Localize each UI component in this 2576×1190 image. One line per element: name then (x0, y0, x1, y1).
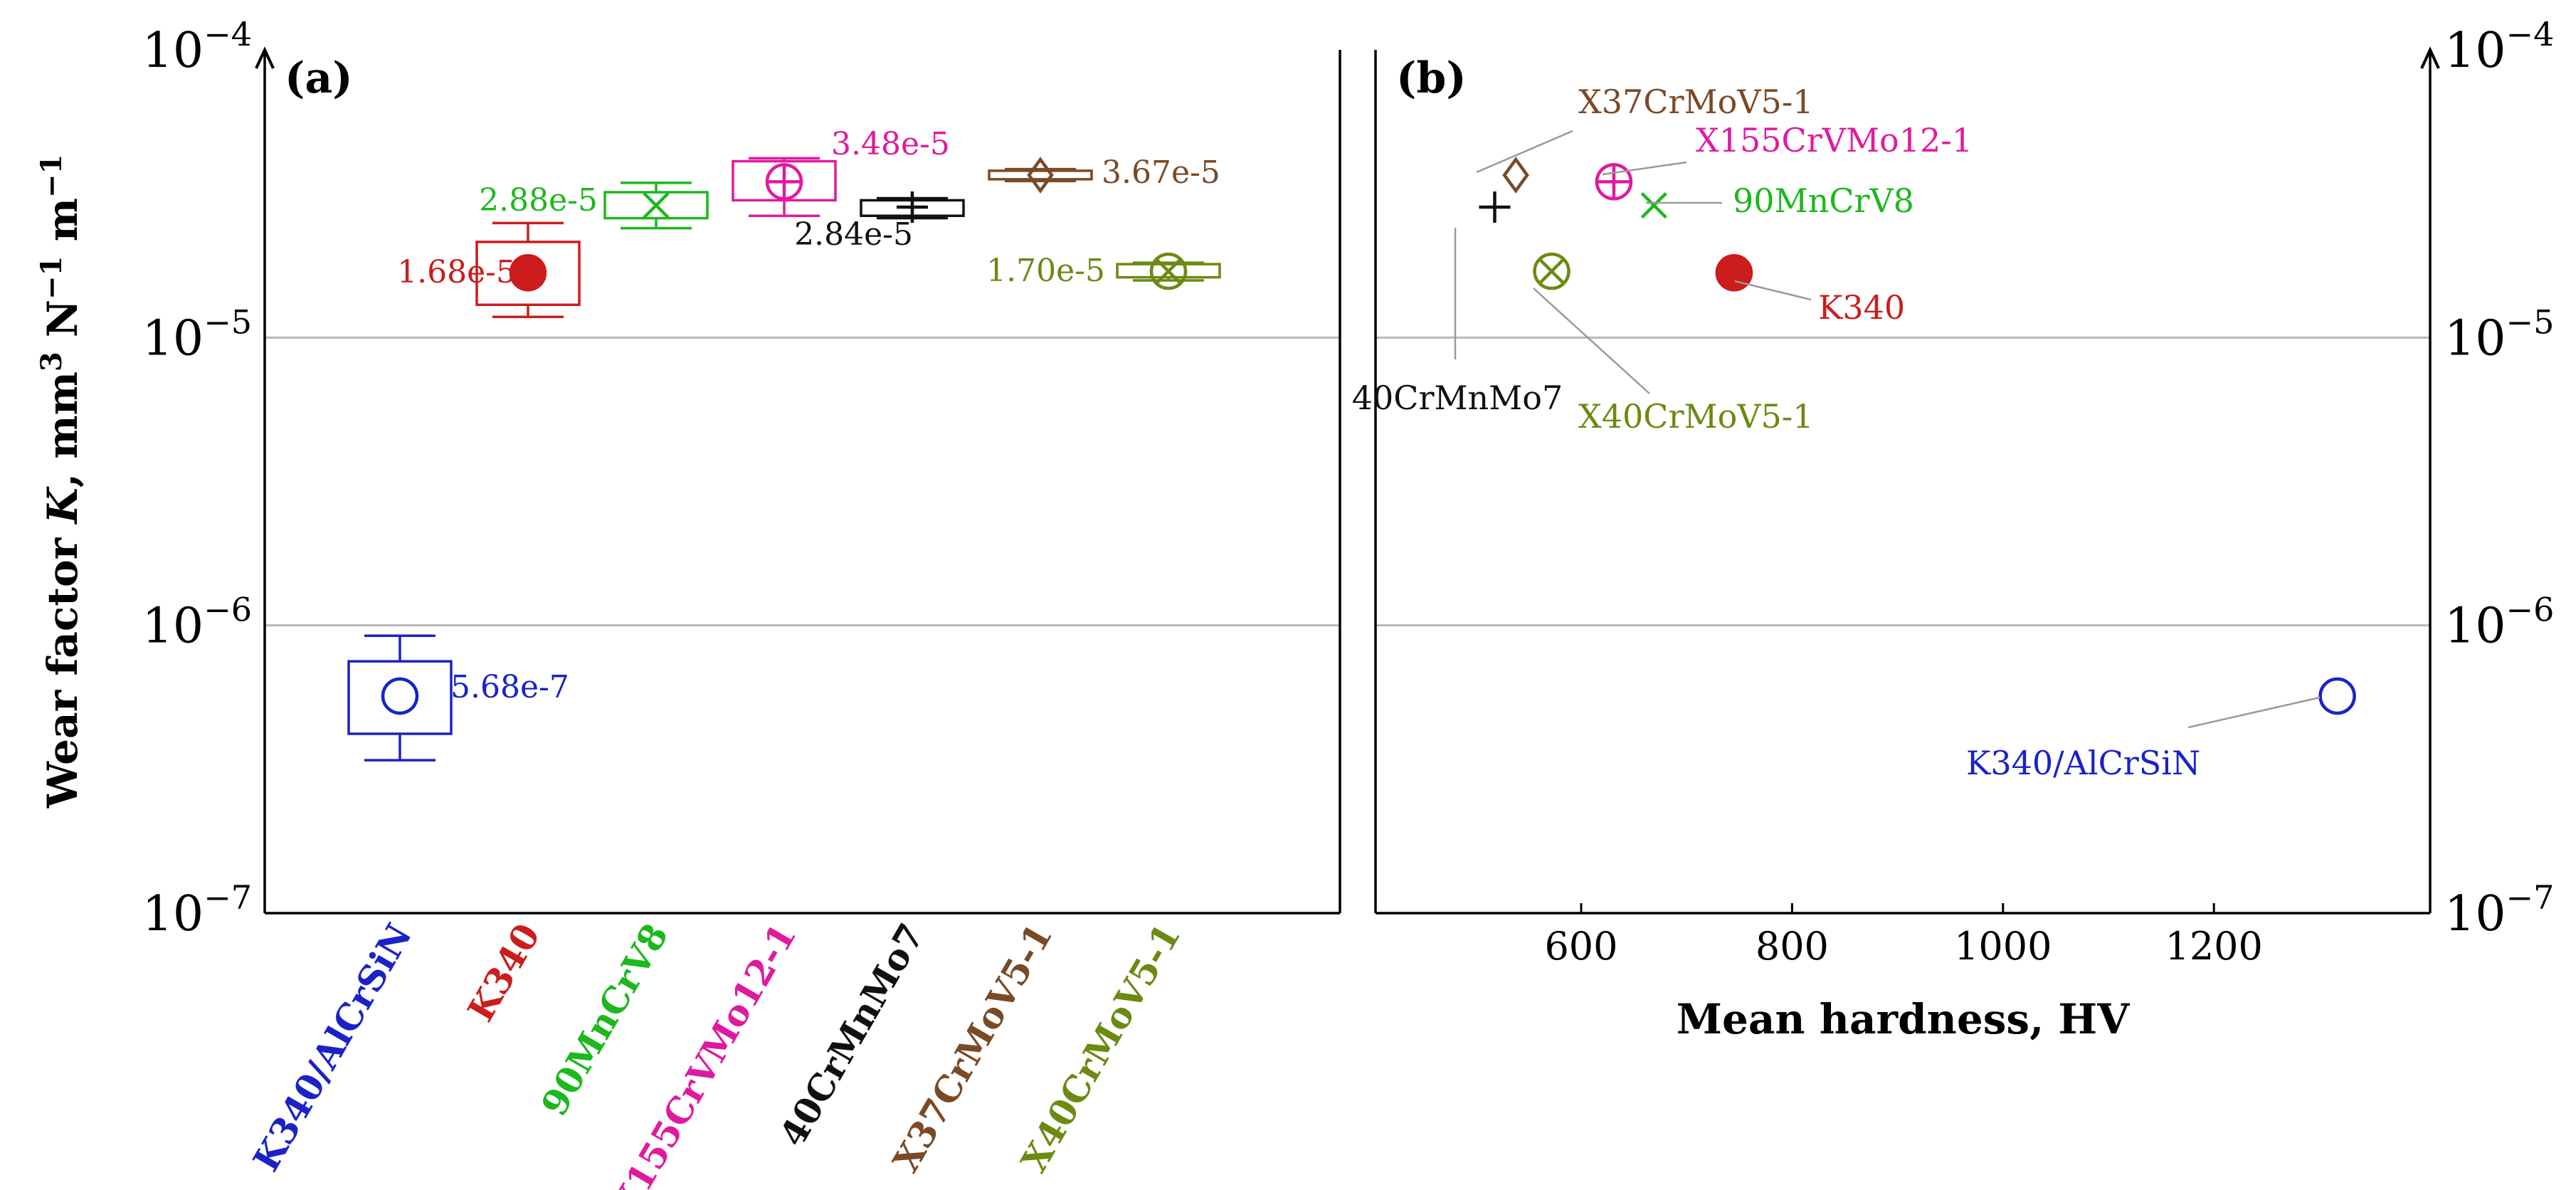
panel-label: (b) (1396, 53, 1467, 103)
y-tick-label: 10−6 (142, 591, 252, 655)
box-iqr (988, 169, 1093, 181)
point-90mncrv8: 90MnCrV8 (1640, 181, 1914, 220)
mean-marker (1027, 157, 1054, 194)
y-tick-label: 10−4 (2444, 15, 2554, 79)
point-k340: K340 (1715, 253, 1905, 327)
y-axis-arrow (255, 46, 275, 69)
leader-line (1602, 161, 1687, 176)
data-label: 2.84e-5 (794, 216, 913, 253)
scatter-marker (1479, 191, 1511, 223)
leader-line (1533, 288, 1650, 394)
point-40crmnmo7: 40CrMnMo7 (1352, 191, 1563, 417)
leader-line (1476, 130, 1573, 174)
scatter-marker (1533, 252, 1571, 290)
point-label: K340 (1818, 288, 1905, 327)
marker-cross (1538, 258, 1566, 285)
data-label: 3.67e-5 (1102, 154, 1220, 191)
x-tick-label: 600 (1544, 924, 1617, 969)
mean-marker (1149, 252, 1188, 290)
marker-cross (1155, 258, 1182, 285)
y-axis-arrow (2420, 46, 2440, 69)
point-label: K340/AlCrSiN (1966, 744, 2200, 782)
point-x37crmov5-1: X37CrMoV5-1 (1476, 83, 1814, 194)
y-tick-label: 10−5 (2444, 302, 2554, 367)
x-tick-label: 1200 (2165, 924, 2262, 969)
data-label: 2.88e-5 (479, 182, 598, 218)
y-tick-label: 10−5 (142, 302, 252, 367)
scatter-marker (2318, 677, 2356, 715)
data-label: 1.70e-5 (986, 253, 1105, 289)
point-label: X37CrMoV5-1 (1578, 83, 1814, 121)
box-iqr (347, 660, 453, 735)
scatter-marker (1595, 163, 1633, 201)
marker-cross (767, 164, 801, 199)
y-tick-label: 10−4 (142, 15, 252, 79)
mean-marker (509, 253, 547, 292)
scatter-marker (1502, 157, 1529, 194)
box-iqr (1116, 263, 1221, 279)
point-label: 40CrMnMo7 (1352, 379, 1563, 417)
x-tick-label: 800 (1756, 924, 1829, 969)
point-k340-alcrsin: K340/AlCrSiN (1966, 677, 2356, 782)
data-label: 1.68e-5 (397, 254, 516, 290)
scatter-marker (1640, 191, 1667, 219)
point-label: 90MnCrV8 (1733, 181, 1914, 220)
data-label: 5.68e-7 (450, 669, 569, 705)
data-label: 3.48e-5 (831, 126, 950, 162)
y-tick-label: 10−6 (2444, 591, 2554, 655)
marker-ring (1533, 252, 1571, 290)
category-tick-label: K340/AlCrSiN (245, 917, 421, 1179)
scatter-marker (1715, 253, 1753, 292)
x-tick-label: 1000 (1954, 924, 2052, 969)
y-axis-label: Wear factor K, mm3 N−1 m−1 (35, 154, 87, 809)
point-x40crmov5-1: X40CrMoV5-1 (1533, 252, 1814, 436)
box-iqr (603, 191, 709, 220)
y-tick-label: 10−7 (2444, 878, 2554, 942)
x-axis-label: Mean hardness, HV (1677, 995, 2130, 1043)
point-label: X40CrMoV5-1 (1578, 397, 1814, 436)
mean-marker (897, 191, 928, 223)
leader-line (2187, 696, 2321, 729)
panel-a-box-plot: 10−7 10−6 10−5 10−4 (a) Wear factor K, mm3 N−… (35, 15, 1341, 1190)
point-label: X155CrVMo12-1 (1696, 121, 1973, 159)
marker-cross (1596, 164, 1631, 199)
y-tick-label: 10−7 (142, 878, 252, 942)
category-tick-label: 90MnCrV8 (533, 917, 677, 1123)
point-x155crvmo12-1: X155CrVMo12-1 (1595, 121, 1973, 201)
marker-ring (1149, 252, 1188, 290)
panel-label: (a) (285, 53, 353, 103)
mean-marker (643, 191, 670, 219)
mean-marker (381, 677, 419, 715)
category-tick-label: K340 (459, 917, 548, 1029)
box-iqr (475, 241, 581, 307)
leader-line (1734, 280, 1812, 301)
mean-marker (765, 163, 803, 201)
